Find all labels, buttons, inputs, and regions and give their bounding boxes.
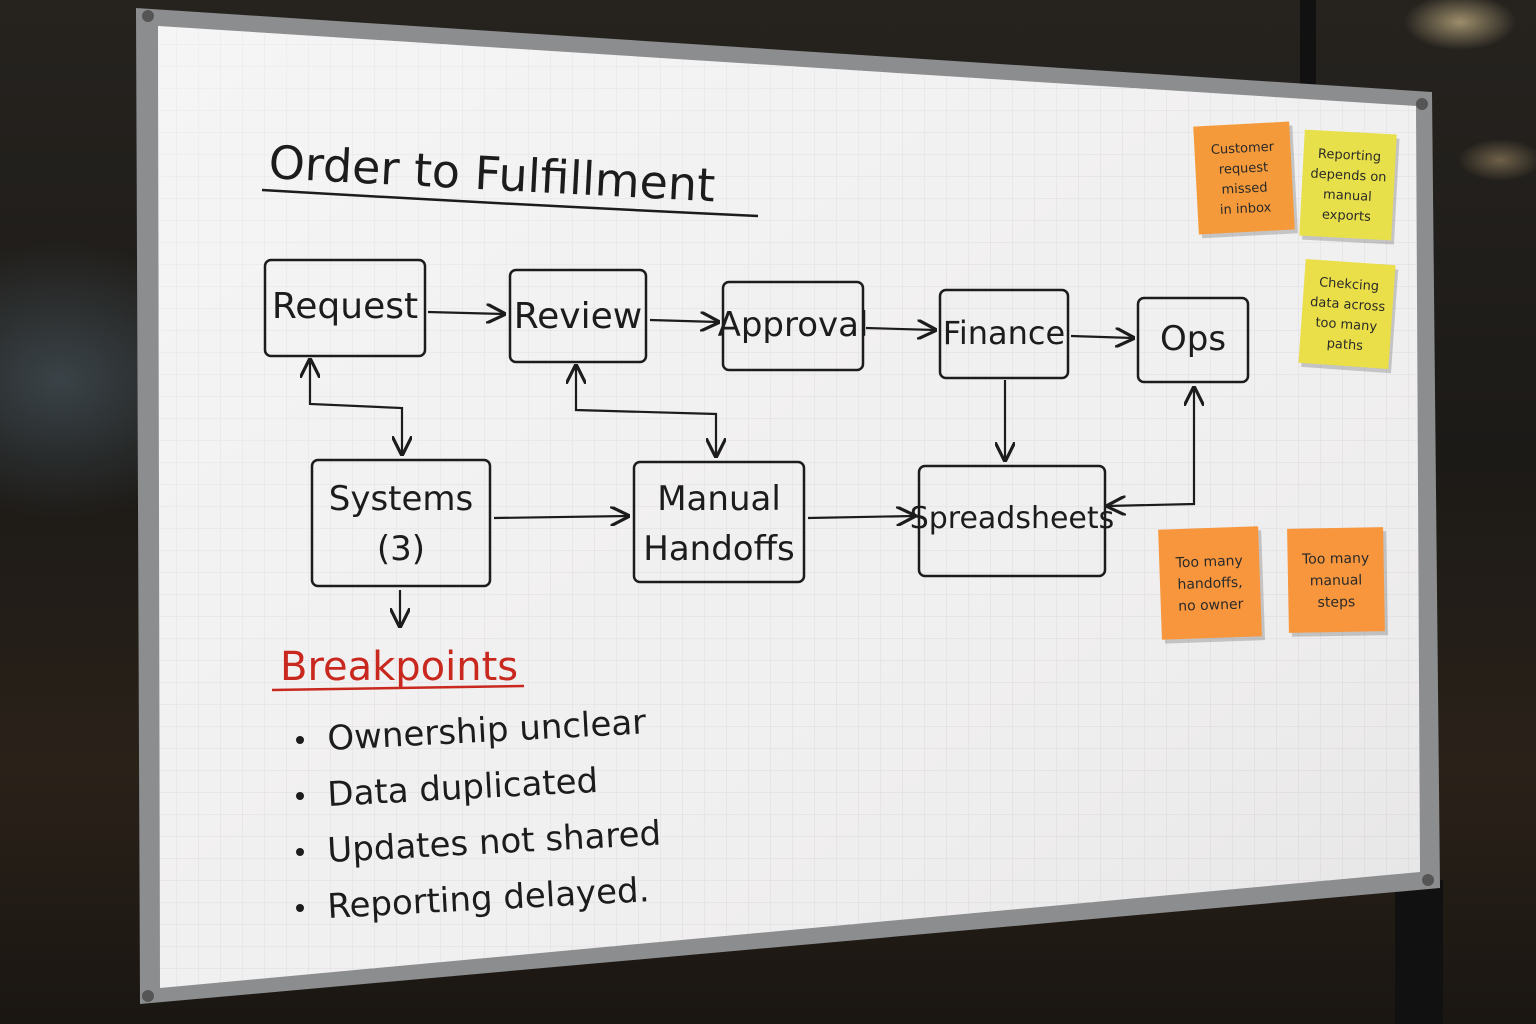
node-box-systems [310,458,492,588]
sticky-note: Too many manual steps [1287,527,1388,637]
arrow-approval-finance [865,328,935,330]
node-box-review [508,268,648,364]
arrow-finance-ops [1070,336,1133,338]
sticky-note-text: Customer [1211,140,1275,158]
sticky-note-text: data across [1310,295,1386,315]
node-label-approval: Approval [718,305,869,345]
arrow-review-handoffs [576,366,716,456]
sticky-note-text: in inbox [1220,200,1272,218]
node-label-request: Request [272,286,418,327]
bullet [296,904,304,912]
node-box-finance [938,288,1070,380]
board-sheen [158,26,1420,988]
sticky-note-paper [1298,258,1396,370]
bullet [296,848,304,856]
sticky-note-paper [1299,129,1397,241]
node-box-approval [721,280,865,372]
arrow-handoffs-spreadsheets [807,516,914,518]
node-label-systems-line2: (3) [377,529,425,569]
node-label-handoffs-line2: Handoffs [643,529,794,569]
sticky-note: Too many handoffs, no owner [1158,526,1266,644]
sticky-note-text: request [1218,160,1268,178]
board-stand-post [1395,880,1443,1024]
frame-corner-cap [142,10,154,22]
frame-corner-cap [142,990,154,1002]
sticky-note-text: manual [1323,187,1372,205]
sticky-notes: Customer request missed in inbox Reporting de… [1158,121,1400,644]
sticky-note-text: handoffs, [1177,575,1243,593]
sticky-note-text: Too many [1174,553,1243,571]
node-label-ops: Ops [1160,319,1226,359]
sticky-note-text: no owner [1178,596,1244,614]
background-pillar [1300,0,1316,100]
node-label-systems-line1: Systems [329,479,474,519]
node-label-handoffs-line1: Manual [657,479,781,519]
node-label-finance: Finance [943,314,1065,352]
sticky-note-text: missed [1221,180,1268,197]
frame-corner-cap [1416,98,1428,110]
title-underline [261,188,759,218]
sticky-note: Customer request missed in inbox [1193,121,1298,239]
sticky-note-text: paths [1326,336,1364,354]
frame-corner-cap [1422,874,1434,886]
node-label-review: Review [514,296,642,337]
bullet [296,736,304,744]
sticky-note-text: exports [1322,207,1372,225]
breakpoints-heading: Breakpoints [280,644,518,690]
sticky-note-text: too many [1315,315,1378,334]
node-box-spreadsheets [917,464,1107,578]
arrow-systems-handoffs [493,516,628,518]
node-box-ops [1136,296,1250,384]
breakpoints-underline [271,684,525,692]
sticky-note-text: manual [1310,572,1363,589]
bullet [296,792,304,800]
arrow-spreadsheets-ops [1108,388,1194,506]
sticky-note-text: steps [1317,594,1355,611]
node-box-manual-handoffs [632,460,806,584]
sticky-note-text: Chekcing [1319,275,1380,294]
node-label-spreadsheets: Spreadsheets [910,501,1115,536]
sticky-note-text: Too many [1301,551,1369,568]
sticky-note-text: Reporting [1318,147,1382,165]
sticky-note-paper [1287,527,1385,633]
arrow-review-approval [649,320,718,322]
sticky-note-paper [1193,121,1295,235]
sticky-note-paper [1158,526,1262,640]
node-box-request [263,258,427,358]
arrow-request-review [427,312,504,314]
sticky-note-text: depends on [1310,167,1387,186]
arrow-request-systems [310,360,402,454]
